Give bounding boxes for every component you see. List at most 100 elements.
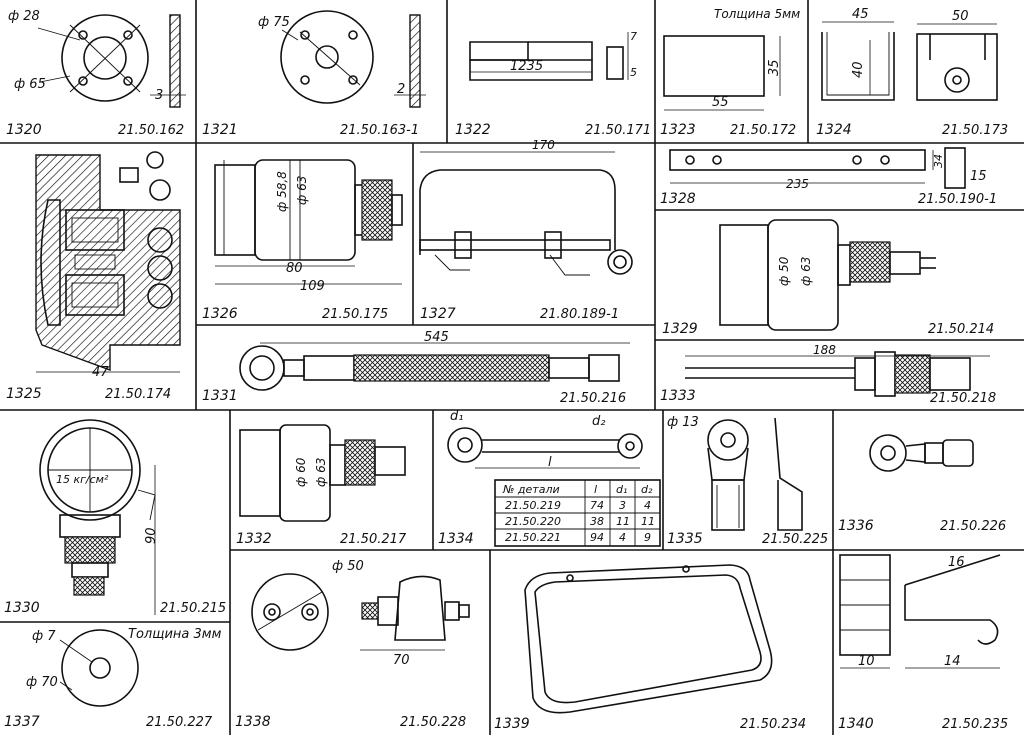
part-code: 21.50.173 [942, 123, 1008, 138]
part-1336: 1336 21.50.226 [838, 434, 1006, 534]
table-header: d₁ [616, 483, 627, 496]
part-code: 21.50.218 [930, 391, 996, 406]
dim-label: ф 60 [294, 457, 308, 487]
dim-label: 14 [944, 654, 961, 669]
part-number: 1332 [236, 531, 272, 547]
part-code: 21.50.190-1 [918, 192, 997, 207]
table-cell: 21.50.221 [505, 531, 561, 544]
part-1321: ф 75 2 1321 21.50.163-1 [202, 10, 426, 138]
gauge-dial-label: 15 кг/см² [56, 473, 109, 486]
dim-label: 188 [813, 343, 836, 357]
part-1338: ф 50 70 1338 21.50.228 [235, 559, 470, 730]
dim-label: d₂ [592, 414, 605, 429]
dim-label: ф 63 [314, 458, 328, 487]
part-code: 21.50.163-1 [340, 123, 419, 138]
part-code: 21.50.217 [340, 532, 407, 547]
part-code: 21.50.216 [560, 391, 626, 406]
dim-label: 80 [286, 261, 303, 276]
part-1335: ф 13 1335 21.50.225 [667, 415, 828, 547]
dim-label: 40 [851, 61, 866, 78]
dim-label: ф 28 [8, 9, 40, 24]
dim-label: ф 50 [777, 256, 791, 286]
part-number: 1330 [4, 600, 40, 616]
part-code: 21.80.189-1 [540, 307, 619, 322]
part-1334: d₁ d₂ l № детали l d₁ d₂ 21.50.219 74 3 … [438, 409, 661, 547]
table-cell: 11 [641, 515, 655, 528]
part-1324: 45 50 40 1324 21.50.173 [816, 7, 1008, 138]
table-cell: 38 [590, 515, 604, 528]
table-cell: 74 [590, 499, 604, 512]
part-number: 1324 [816, 122, 852, 138]
part-number: 1334 [438, 531, 474, 547]
part-code: 21.50.162 [118, 123, 184, 138]
part-code: 21.50.226 [940, 519, 1006, 534]
table-header: l [594, 483, 597, 496]
part-1331: 545 1331 21.50.216 [202, 330, 630, 406]
part-1323: Толщина 5мм 35 55 1323 21.50.172 [660, 7, 800, 138]
part-code: 21.50.172 [730, 123, 796, 138]
part-1327: 170 1327 21.80.189-1 [419, 138, 633, 322]
part-number: 1331 [202, 388, 238, 404]
part-code: 21.50.215 [160, 601, 226, 616]
part-code: 21.50.227 [146, 715, 213, 730]
note-thickness: Толщина 3мм [128, 627, 222, 642]
part-1337: Толщина 3мм ф 7 ф 70 1337 21.50.227 [4, 627, 222, 730]
dim-label: 545 [424, 330, 449, 345]
dim-label: 70 [393, 653, 410, 668]
table-cell: 4 [644, 499, 651, 512]
dim-label: 50 [952, 9, 969, 24]
part-1339: 1339 21.50.234 [494, 564, 806, 732]
parts-table: № детали l d₁ d₂ 21.50.219 74 3 4 21.50.… [494, 479, 661, 547]
dim-label: 34 [932, 154, 945, 168]
part-code: 21.50.175 [322, 307, 388, 322]
dim-label: 1235 [510, 59, 543, 74]
dim-label: 3 [155, 88, 163, 103]
dim-label: d₁ [450, 409, 463, 424]
dim-label: 55 [712, 95, 729, 110]
part-code: 21.50.235 [942, 717, 1008, 732]
flange-outline [61, 14, 149, 102]
dim-label: 2 [397, 82, 405, 97]
part-1330: 15 кг/см² 90 1330 21.50.215 [4, 419, 226, 616]
part-code: 21.50.228 [400, 715, 466, 730]
part-number: 1328 [660, 191, 696, 207]
part-1333: 188 1333 21.50.218 [660, 343, 996, 406]
part-number: 1325 [6, 386, 42, 402]
part-1320: ф 28 ф 65 3 1320 21.50.162 [6, 9, 186, 138]
part-number: 1339 [494, 716, 530, 732]
part-1340: 16 10 14 1340 21.50.235 [838, 554, 1008, 732]
table-header: d₂ [641, 483, 653, 496]
dim-label: 90 [144, 527, 159, 544]
part-number: 1329 [662, 321, 698, 337]
part-number: 1320 [6, 122, 42, 138]
pressure-gauge-face [39, 419, 141, 521]
table-cell: 11 [616, 515, 630, 528]
dim-label: 109 [300, 279, 325, 294]
dim-label: 16 [948, 555, 965, 570]
note-thickness: Толщина 5мм [714, 7, 800, 21]
part-number: 1321 [202, 122, 238, 138]
dim-label: ф 70 [26, 675, 58, 690]
part-number: 1327 [420, 306, 456, 322]
dim-label: ф 65 [14, 77, 46, 92]
dim-label: ф 50 [332, 559, 364, 574]
part-number: 1337 [4, 714, 40, 730]
part-1328: 235 34 15 1328 21.50.190-1 [660, 147, 997, 207]
part-1332: ф 60 ф 63 1332 21.50.217 [236, 424, 407, 547]
dim-label: 5 [630, 66, 637, 79]
part-number: 1340 [838, 716, 874, 732]
dim-label: ф 63 [799, 257, 813, 286]
dim-label: ф 7 [32, 629, 56, 644]
part-code: 21.50.214 [928, 322, 994, 337]
part-number: 1333 [660, 388, 696, 404]
table-cell: 21.50.220 [505, 515, 561, 528]
table-header: № детали [502, 483, 560, 496]
dim-label: 45 [852, 7, 869, 22]
dim-label: 7 [630, 30, 637, 43]
dim-label: 235 [786, 177, 809, 191]
part-number: 1338 [235, 714, 271, 730]
dim-label: 35 [767, 59, 782, 76]
dim-label: 10 [858, 654, 875, 669]
